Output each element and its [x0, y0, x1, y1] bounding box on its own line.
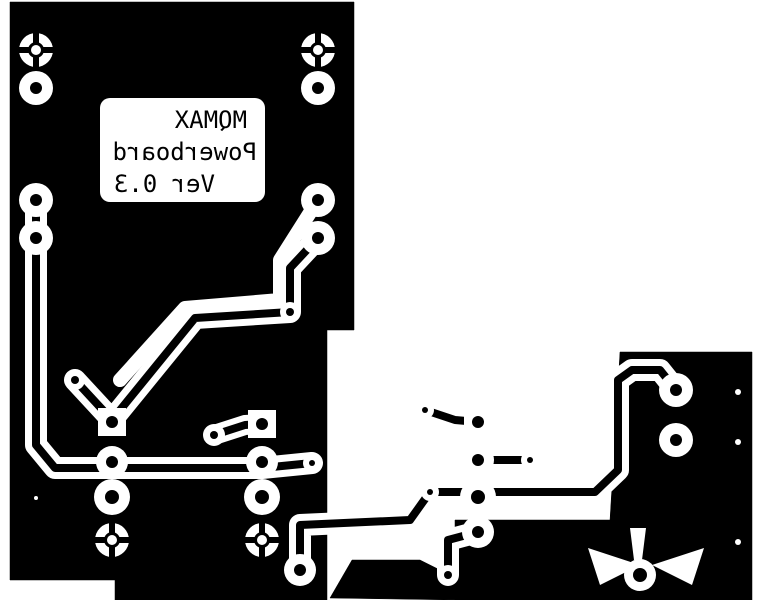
pads [19, 71, 741, 586]
label-line-1: MQMAX [174, 106, 247, 134]
copper-trace-right-main [474, 366, 680, 496]
board-label: MQMAX Powerboard Ver 0.3 [100, 98, 265, 202]
label-line-3: Ver 0.3 [114, 170, 215, 198]
label-line-2: Powerboard [113, 138, 258, 166]
pad-group-right-components [284, 373, 741, 586]
right-board-copper [329, 559, 461, 600]
label-box [100, 98, 265, 202]
right-board-copper-main [454, 351, 753, 600]
mounting-holes [16, 30, 704, 591]
trace-diagonal-upper [113, 193, 325, 387]
mounting-hole-top-right [298, 30, 338, 70]
pad-group-left-components [34, 302, 321, 515]
copper-trace-bridge [296, 488, 482, 569]
mounting-hole-bottom-right [588, 528, 704, 591]
mounting-hole-bottom-mid [242, 520, 282, 560]
pad-group-left-header [19, 71, 335, 255]
mounting-hole-bottom-left [92, 520, 132, 560]
mounting-hole-top-left [16, 30, 56, 70]
